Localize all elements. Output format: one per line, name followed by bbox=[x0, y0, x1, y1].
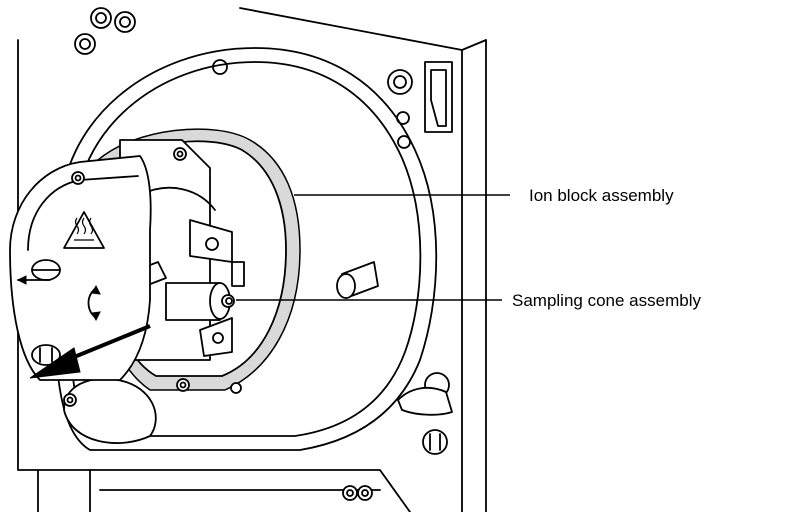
lower-opening bbox=[63, 377, 157, 444]
dowel-pin bbox=[336, 261, 379, 299]
ion-block-label: Ion block assembly bbox=[529, 186, 674, 205]
sampling-cone-label: Sampling cone assembly bbox=[512, 291, 701, 310]
rim-hole bbox=[212, 59, 228, 75]
rotation-arrow-icon bbox=[87, 284, 101, 322]
bottom-rings bbox=[342, 485, 373, 501]
latch-handle bbox=[397, 372, 453, 455]
right-fittings bbox=[387, 61, 453, 149]
removal-arrow-icon bbox=[29, 324, 151, 379]
cover-plate bbox=[9, 155, 152, 407]
housing-panel bbox=[17, 7, 487, 512]
arrow-direction-icon bbox=[16, 275, 51, 285]
hinge-rings bbox=[74, 7, 136, 55]
hot-surface-warning-icon bbox=[63, 211, 105, 249]
